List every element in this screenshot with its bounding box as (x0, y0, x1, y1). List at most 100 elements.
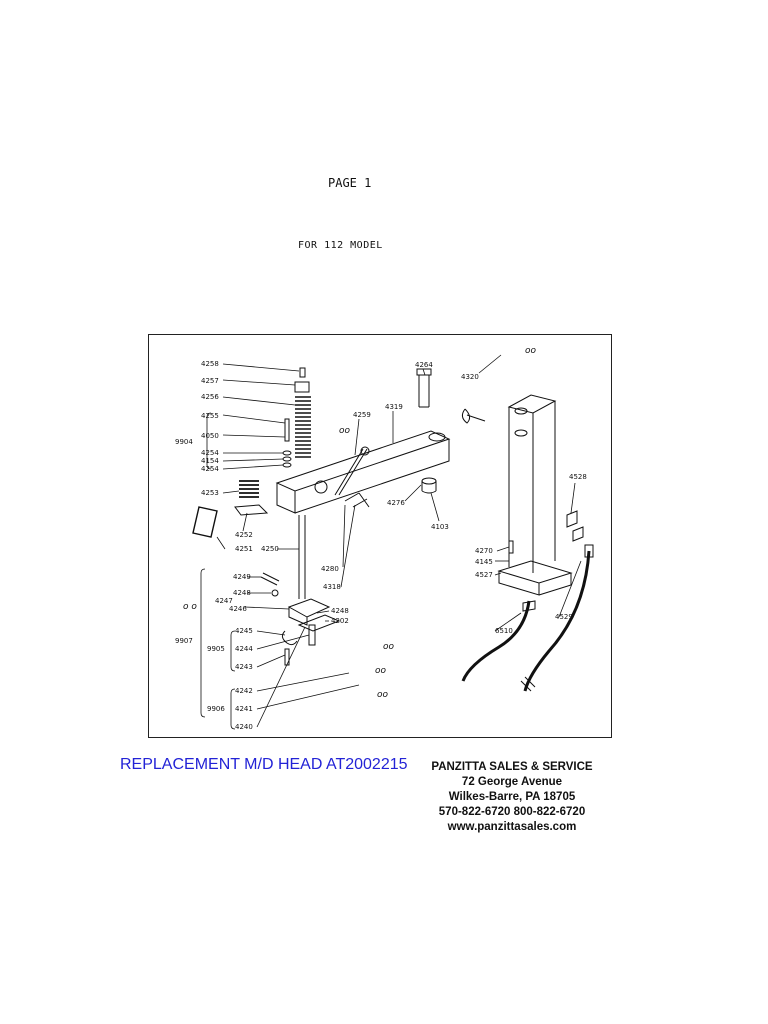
pin-4243-shape (284, 648, 290, 666)
reference-marks: oo oo o o oo oo oo (183, 346, 537, 700)
part-label: 4257 (201, 377, 219, 385)
post-4264-shape (416, 368, 432, 408)
part-label: 4241 (235, 705, 253, 713)
cap-4257-shape (294, 381, 310, 393)
website: www.panzittasales.com (447, 821, 577, 833)
part-label: 4050 (201, 432, 219, 440)
part-label: 4154 (201, 457, 219, 465)
lever-knob (360, 446, 370, 456)
phone-numbers: 570-822-6720 800-822-6720 (438, 806, 586, 818)
part-label: 4529 (555, 613, 573, 621)
column-hole-2 (514, 429, 528, 437)
dealer-address-block: PANZITTA SALES & SERVICE 72 George Avenu… (420, 760, 604, 835)
svg-text:oo: oo (339, 426, 351, 436)
part-label: 4527 (475, 571, 493, 579)
part-label: 4256 (201, 393, 219, 401)
part-label: 4145 (475, 558, 493, 566)
part-label: 9904 (175, 438, 193, 446)
part-label: 4264 (415, 361, 433, 369)
parts-diagram-drawing: oo oo o o oo oo oo 4258 4257 4256 4255 4… (175, 346, 594, 731)
handle-4280-shape (344, 492, 370, 508)
rod-4250-shape (298, 515, 306, 599)
city-state-zip: Wilkes-Barre, PA 18705 (448, 791, 576, 803)
part-label: 4280 (321, 565, 339, 573)
cable-6510-fitting (522, 600, 536, 612)
cable-4529-fitting (584, 544, 594, 558)
pin-4244-shape (308, 624, 316, 646)
part-label: 4319 (385, 403, 403, 411)
cable-4529-end (520, 676, 536, 692)
svg-text:oo: oo (375, 666, 387, 676)
clamp-4202-shape (297, 614, 341, 632)
svg-text:oo: oo (525, 346, 537, 356)
part-label: 4528 (569, 473, 587, 481)
replacement-part-label: REPLACEMENT M/D HEAD AT2002215 (120, 756, 408, 773)
part-label: 4242 (235, 687, 253, 695)
part-label: 4240 (235, 723, 253, 731)
part-label: 4243 (235, 663, 253, 671)
company-name: PANZITTA SALES & SERVICE (431, 761, 593, 773)
part-label: 4103 (431, 523, 449, 531)
model-label: FOR 112 MODEL (298, 240, 383, 251)
svg-text:oo: oo (383, 642, 395, 652)
hook-4245-shape (281, 630, 298, 646)
part-label: 4249 (233, 573, 251, 581)
part-label: 9906 (207, 705, 225, 713)
knob-4320-shape (461, 408, 486, 424)
pin-4248-shape (271, 589, 279, 597)
part-label: 4270 (475, 547, 493, 555)
part-label: 9905 (207, 645, 225, 653)
washer-4254-shape (282, 450, 292, 456)
part-label: 4248 (331, 607, 349, 615)
arm-collar (314, 480, 328, 494)
part-label: 4245 (235, 627, 253, 635)
part-label: 4276 (387, 499, 405, 507)
plate-4252-shape (234, 504, 269, 516)
part-label: 4247 (215, 597, 233, 605)
part-label: 4244 (235, 645, 253, 653)
street-address: 72 George Avenue (461, 776, 563, 788)
screw-4255-shape (284, 418, 290, 442)
svg-text:oo: oo (377, 690, 389, 700)
bushing-4103-shape (421, 481, 437, 494)
spring-4253-shape (239, 480, 259, 498)
block-4246-shape (287, 598, 331, 626)
part-label: 4202 (331, 617, 349, 625)
screw-4249-shape (260, 572, 280, 586)
part-label: 4251 (235, 545, 253, 553)
arm-4319-side (294, 439, 450, 514)
column-sides (508, 401, 556, 573)
lever-4259-shape (334, 448, 368, 496)
arm-pivot-hole (428, 432, 446, 442)
part-label: 4254 (201, 449, 219, 457)
screw-4258-shape (299, 367, 306, 378)
part-label: 4252 (235, 531, 253, 539)
arm-4319-top (275, 430, 451, 492)
part-label: 4320 (461, 373, 479, 381)
part-label: 4253 (201, 489, 219, 497)
column-top (507, 394, 557, 414)
leader-lines (216, 354, 582, 728)
column-hole-1 (514, 407, 528, 415)
column-base (497, 560, 573, 596)
spring-4256-shape (295, 396, 311, 458)
part-label: 4318 (323, 583, 341, 591)
part-label: 4255 (201, 412, 219, 420)
bushing-4276-shape (421, 477, 437, 485)
washer-4154-shape (282, 456, 292, 462)
arm-4319-end (276, 483, 296, 514)
pad-4251-shape (192, 506, 218, 538)
part-label: 4258 (201, 360, 219, 368)
bolt-4270-shape (508, 540, 514, 554)
group-brackets (200, 412, 236, 730)
part-label: 4259 (353, 411, 371, 419)
clip-4528-shape (566, 510, 584, 542)
part-label: 6510 (495, 627, 513, 635)
washer-4254b-shape (282, 462, 292, 468)
part-label: 4246 (229, 605, 247, 613)
svg-text:o o: o o (183, 602, 197, 612)
cable-4529-shape (523, 550, 591, 692)
part-label: 9907 (175, 637, 193, 645)
parts-diagram: oo oo o o oo oo oo 4258 4257 4256 4255 4… (148, 334, 612, 738)
part-label: 4248 (233, 589, 251, 597)
